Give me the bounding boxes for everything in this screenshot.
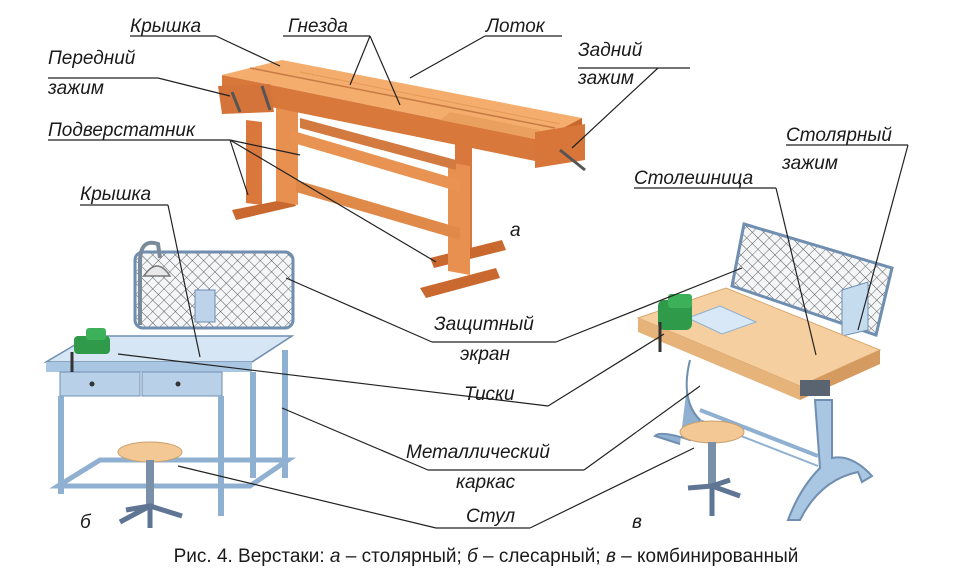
label-stul: Стул bbox=[466, 506, 515, 527]
label-zadniy: Задний bbox=[578, 40, 643, 61]
metalwork-bench bbox=[43, 240, 297, 528]
label-lotok: Лоток bbox=[484, 16, 546, 37]
caption-v-letter: в bbox=[605, 546, 616, 567]
label-zadniy-zazhim: зажим bbox=[577, 68, 634, 89]
label-peredniy: Передний bbox=[48, 48, 136, 69]
label-peredniy-zazhim: зажим bbox=[47, 78, 104, 99]
caption-a-letter: а bbox=[329, 546, 341, 567]
label-kryshka-b: Крышка bbox=[80, 184, 151, 205]
label-screen-ekran: экран bbox=[460, 344, 510, 365]
letter-a: а bbox=[510, 220, 521, 241]
label-gnezda: Гнезда bbox=[288, 16, 348, 37]
caption-b-letter: б bbox=[467, 546, 478, 567]
label-karkas-2: каркас bbox=[456, 472, 516, 493]
label-stolyarny-zazhim: зажим bbox=[781, 153, 838, 174]
label-stolyarny: Столярный bbox=[786, 125, 892, 146]
caption-b-text: – слесарный; bbox=[477, 546, 606, 567]
label-kryshka-a: Крышка bbox=[130, 16, 201, 37]
label-screen: Защитный bbox=[434, 314, 534, 335]
letter-b: б bbox=[80, 512, 92, 533]
label-karkas: Металлический bbox=[406, 442, 550, 463]
letter-v: в bbox=[632, 512, 642, 533]
label-podverstatnik: Подверстатник bbox=[48, 120, 196, 141]
labels: Крышка Гнезда Лоток Передний зажим Задни… bbox=[47, 16, 892, 533]
combined-bench bbox=[636, 222, 894, 521]
leader-lines bbox=[48, 35, 909, 529]
caption-a-text: – столярный; bbox=[340, 546, 468, 567]
carpenter-workbench bbox=[218, 60, 586, 298]
label-tiski: Тиски bbox=[464, 384, 515, 405]
caption-v-text: – комбинированный bbox=[615, 546, 799, 567]
caption-prefix: Рис. 4. Верстаки: bbox=[173, 546, 330, 567]
figure-caption: Рис. 4. Верстаки: а – столярный; б – сле… bbox=[0, 546, 972, 568]
label-stoleshnitsa: Столешница bbox=[634, 168, 753, 189]
